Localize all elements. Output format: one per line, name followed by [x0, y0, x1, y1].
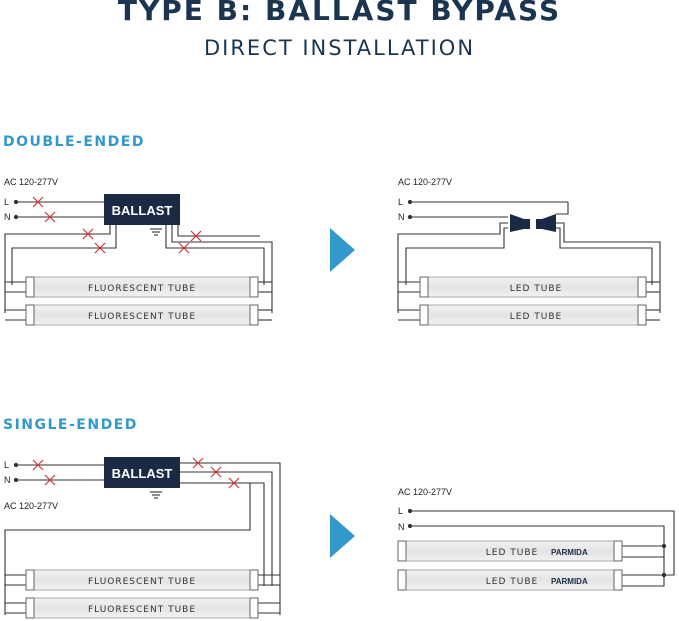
play-triangle-icon — [330, 514, 355, 558]
neutral-label: N — [398, 522, 405, 532]
neutral-label: N — [4, 475, 11, 485]
svg-text:FLUORESCENT TUBE: FLUORESCENT TUBE — [88, 577, 196, 587]
voltage-label: AC 120-277V — [398, 487, 452, 497]
svg-text:LED TUBE: LED TUBE — [486, 577, 538, 587]
section-single-ended: SINGLE-ENDED — [3, 417, 138, 433]
page-title: TYPE B: BALLAST BYPASS — [117, 0, 562, 27]
ballast-label: BALLAST — [112, 466, 173, 481]
section-double-ended: DOUBLE-ENDED — [3, 134, 145, 150]
double-ended-fluorescent: AC 120-277V L N BALLAST — [4, 177, 273, 326]
page-subtitle: DIRECT INSTALLATION — [203, 36, 476, 60]
fluorescent-tube: FLUORESCENT TUBE — [25, 276, 259, 298]
led-tube: LED TUBE — [419, 304, 647, 326]
svg-text:FLUORESCENT TUBE: FLUORESCENT TUBE — [88, 312, 196, 322]
ground-icon — [149, 491, 163, 499]
line-label: L — [4, 197, 9, 207]
svg-text:FLUORESCENT TUBE: FLUORESCENT TUBE — [88, 605, 196, 615]
led-tube: LED TUBE PARMIDA — [397, 540, 623, 562]
led-tube: LED TUBE — [419, 276, 647, 298]
play-triangle-icon — [330, 228, 355, 272]
neutral-label: N — [398, 212, 405, 222]
line-label: L — [4, 460, 9, 470]
svg-text:LED TUBE: LED TUBE — [510, 312, 562, 322]
svg-text:LED TUBE: LED TUBE — [486, 548, 538, 558]
ballast-label: BALLAST — [112, 203, 173, 218]
fluorescent-tube: FLUORESCENT TUBE — [25, 304, 259, 326]
led-tube: LED TUBE PARMIDA — [397, 569, 623, 591]
ballast-box — [104, 194, 180, 225]
ground-icon — [149, 228, 163, 236]
line-label: L — [398, 197, 403, 207]
double-ended-led: AC 120-277V L N LED TUBE — [397, 177, 661, 326]
brand-logo: PARMIDA — [551, 577, 588, 586]
svg-text:LED TUBE: LED TUBE — [510, 284, 562, 294]
neutral-label: N — [4, 212, 11, 222]
voltage-label: AC 120-277V — [4, 501, 58, 511]
ballast-box — [104, 457, 180, 488]
svg-text:FLUORESCENT TUBE: FLUORESCENT TUBE — [88, 284, 196, 294]
voltage-label: AC 120-277V — [398, 177, 452, 187]
fluorescent-tube: FLUORESCENT TUBE — [25, 569, 259, 591]
single-ended-led: AC 120-277V L N LED TUBE PARMIDA LED TUB… — [397, 487, 675, 591]
voltage-label: AC 120-277V — [4, 177, 58, 187]
single-ended-fluorescent: L N AC 120-277V BALLAST FLUORESCENT TUBE — [4, 457, 281, 619]
fluorescent-tube: FLUORESCENT TUBE — [25, 597, 259, 619]
brand-logo: PARMIDA — [551, 548, 588, 557]
line-label: L — [398, 506, 403, 516]
wire-connector-icon — [510, 214, 530, 232]
wire-connector-icon — [536, 214, 556, 232]
